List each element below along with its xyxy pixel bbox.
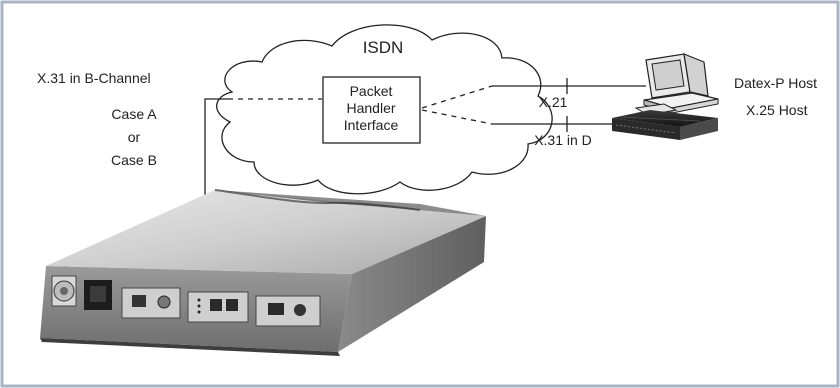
server-box-icon	[612, 110, 718, 140]
router-device-icon	[40, 189, 486, 356]
isdn-label: ISDN	[363, 38, 404, 57]
x25-host-label: X.25 Host	[746, 102, 808, 118]
case-b-label: Case B	[111, 152, 157, 168]
phi-line2-label: Handler	[346, 100, 395, 116]
x21-label: X.21	[539, 94, 568, 110]
phi-line1-label: Packet	[350, 83, 393, 99]
datex-p-host-label: Datex-P Host	[734, 75, 817, 91]
x21-dashed-link	[421, 85, 493, 109]
x31d-dashed-link	[421, 109, 493, 125]
phi-line3-label: Interface	[344, 117, 399, 133]
or-label: or	[128, 129, 141, 145]
x31-b-channel-label: X.31 in B-Channel	[37, 70, 151, 86]
x31-in-d-label: X.31 in D	[534, 132, 592, 148]
computer-workstation-icon	[634, 53, 719, 116]
packet-handler-box	[322, 76, 421, 144]
case-a-label: Case A	[111, 106, 157, 122]
